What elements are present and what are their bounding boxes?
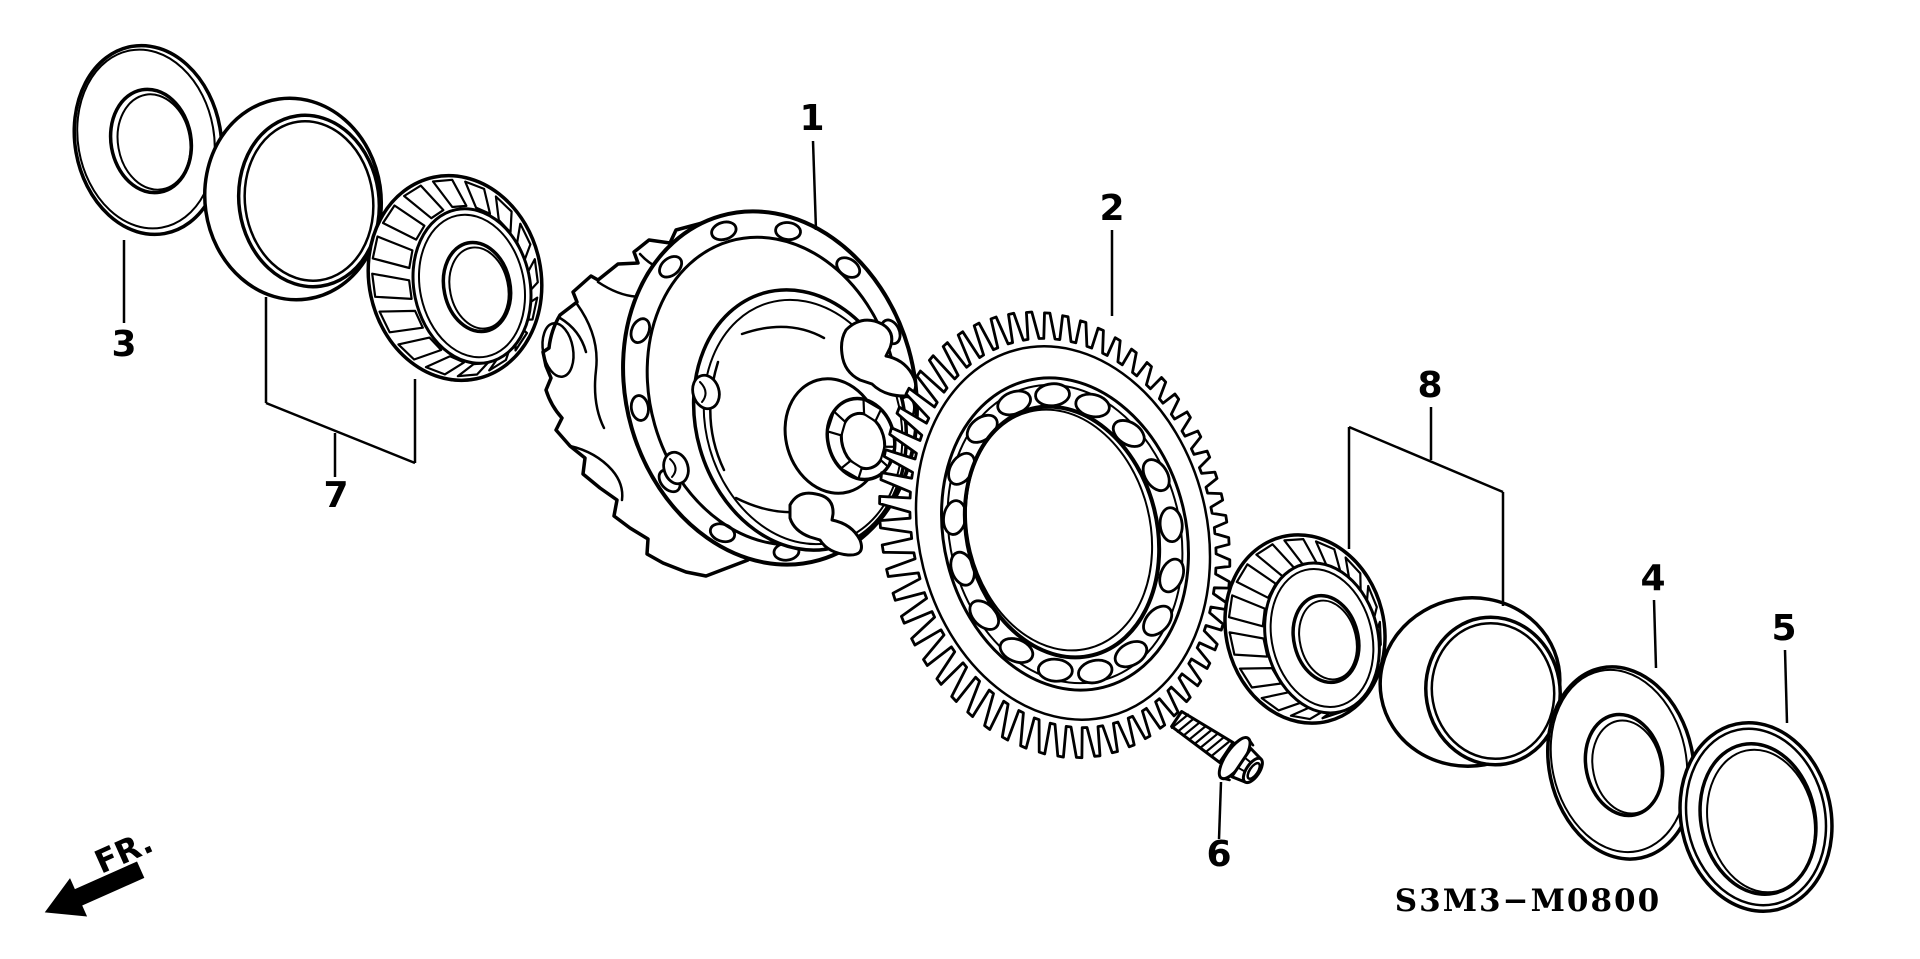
leader-line-4 <box>1652 599 1658 669</box>
part-label-5: 5 <box>1771 608 1796 649</box>
part-label-1: 1 <box>799 98 824 139</box>
parts-artwork <box>72 43 1834 913</box>
diagram-code: S3M3−M0800 <box>1395 883 1661 919</box>
part-7-taper-bearing <box>366 173 544 383</box>
leader-line-6 <box>1217 781 1223 840</box>
part-8-taper-bearing <box>1223 533 1387 725</box>
part-label-7: 7 <box>323 475 348 516</box>
fr-label: FR. <box>89 823 159 882</box>
leader-line-5 <box>1783 649 1789 724</box>
part-label-6: 6 <box>1206 834 1231 875</box>
leader-line-7-diagonal <box>265 401 416 465</box>
fr-direction-indicator: FR. <box>44 823 159 917</box>
part-1-differential-assembly <box>541 209 919 578</box>
part-8-spacer-ring <box>1378 596 1562 768</box>
leader-line-1 <box>811 140 818 231</box>
part-label-3: 3 <box>111 324 136 365</box>
part-4-thrust-washer <box>1545 665 1697 861</box>
fr-arrow-icon <box>44 861 145 917</box>
part-6-flange-bolt <box>1170 710 1264 785</box>
part-label-4: 4 <box>1640 558 1665 599</box>
part-label-8: 8 <box>1417 365 1442 406</box>
part-7-bearing-outer-race <box>202 96 384 302</box>
part-3-thrust-washer <box>72 43 224 237</box>
part-reference-labels: 1 2 3 4 5 6 7 8 <box>111 98 1796 875</box>
leader-lines <box>122 140 1789 840</box>
part-5-seal-ring <box>1678 721 1834 913</box>
leader-line-8-diagonal <box>1348 425 1504 494</box>
part-label-2: 2 <box>1099 188 1124 229</box>
part-2-final-ring-gear <box>878 310 1232 760</box>
